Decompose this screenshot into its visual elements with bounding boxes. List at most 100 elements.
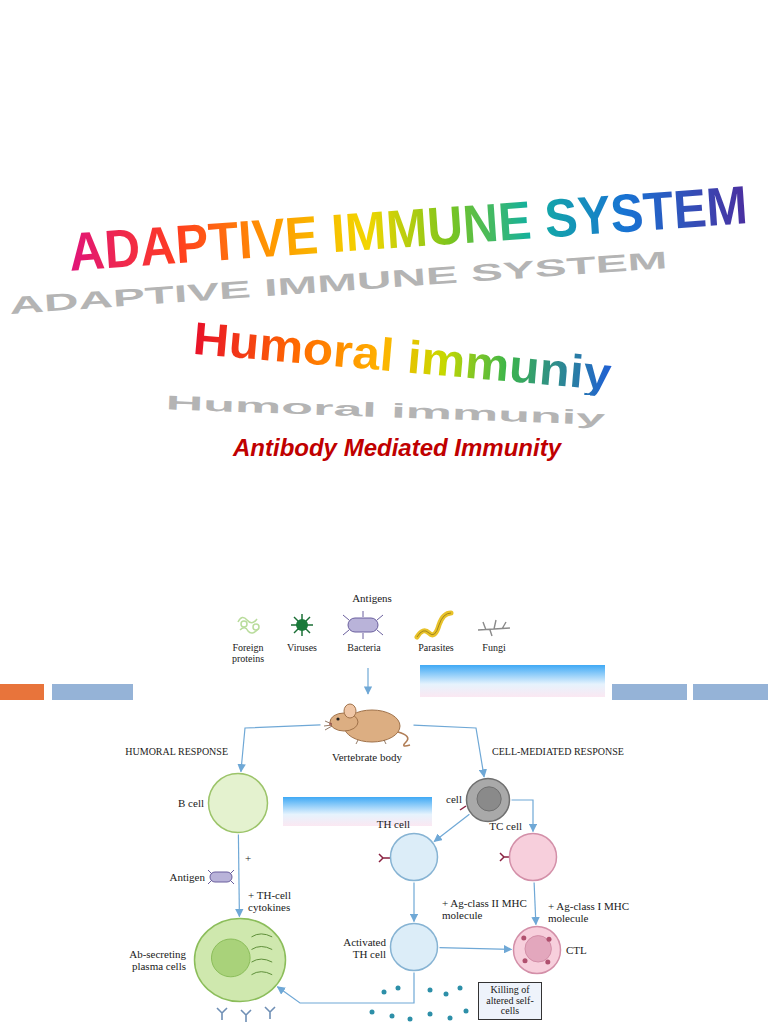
connector-arrow [277,973,414,1004]
g-part [478,620,510,636]
er-membrane [252,947,273,950]
circle-part [428,988,433,993]
mouse-whiskers [324,721,386,744]
circle-part [444,992,449,997]
diagram-label: Bacteria [347,642,380,653]
cell-circle: Activated TH cell [390,923,438,971]
path-part [265,1007,275,1019]
cell-outline [389,922,439,972]
connector-arrow [241,725,321,772]
circle-part [241,621,247,627]
circle-part [458,986,463,991]
granule [547,937,552,942]
connector-arrow [534,883,536,925]
circle-part [382,990,387,995]
cell-membrane [195,919,286,1002]
nucleus [477,787,501,811]
cell-label: CTL [566,944,587,956]
rect-part [52,684,133,700]
er-membrane [252,959,273,962]
mouse-tail [398,732,410,746]
cell-label: TH cell [377,818,410,830]
g-part [291,614,313,636]
circle-part [296,619,308,631]
cell-label: cell [446,793,462,805]
path-part [208,870,234,884]
diagram-label: + TH-cell cytokines [248,889,323,913]
granule [545,960,550,965]
shadow-wordart: Humoral immuniy [191,315,613,397]
box-text: Killing of altered self-cells [482,985,538,1017]
cell-label: TC cell [489,820,522,832]
rect-part [420,665,605,697]
path-part [460,806,466,810]
cell-circle: cell [466,778,510,822]
cell-label: Vertebrate body [332,751,402,763]
cell-membrane [209,774,268,833]
connector-arrow [434,814,469,841]
circle-part [396,986,401,991]
line-part [367,668,368,694]
cell-membrane [467,779,510,822]
slide-bars [0,665,768,826]
mouse-figure [322,698,412,748]
path-part [417,613,451,637]
diagram-label: Viruses [287,642,317,653]
subtitle: Antibody Mediated Immunity [233,434,561,462]
connector-arrow [414,725,485,777]
cell-membrane [510,834,557,881]
cell-circle: CTL [513,926,561,974]
diagram-label: Fungi [482,642,505,653]
connector-arrow [238,835,239,917]
mouse-eye [336,717,339,720]
cell-label: B cell [178,797,204,809]
rect-part [348,618,378,632]
rect-part [612,684,687,700]
circle-part [408,1017,413,1022]
path-part [217,1008,227,1020]
cell-label: Ab-secreting plasma cells [101,948,186,972]
granule [523,958,528,963]
cell-circle: B cell [208,773,268,833]
circle-part [464,1009,469,1014]
line-part [294,617,310,633]
diagram-label: + Ag-class II MHC molecule [442,897,528,921]
cell-outline [512,925,562,975]
mouse-ear [344,704,356,718]
cell-membrane [391,924,438,971]
er-membrane [252,972,273,975]
shadow-wordart: Humoral immuniy [165,392,605,427]
connector-arrow [440,948,512,950]
circle-part [428,1012,433,1017]
cell-label: Activated TH cell [336,936,386,960]
er-membrane [252,934,273,937]
path-part [241,1010,251,1022]
diagram-label: Foreign proteins [226,642,270,664]
circle-part [253,624,259,630]
nucleus [525,936,551,962]
diagram-label: + Ag-class I MHC molecule [548,900,648,924]
circle-part [390,1014,395,1019]
antigen-icon [208,870,234,884]
cell-outline [465,777,511,823]
cell-outline [508,832,558,882]
cell-outline [193,917,287,1003]
circle-part [370,1010,375,1015]
rect-part [0,684,44,700]
rect-part [693,684,768,700]
line-part [294,617,310,633]
cell-outline [389,832,439,882]
g-part [343,611,383,639]
diagram-label: HUMORAL RESPONSE [125,746,228,757]
antigen-icons [238,611,510,694]
path-part [379,854,390,862]
cell-membrane [391,834,438,881]
body-figure: Vertebrate body [322,698,412,748]
granule [521,936,526,941]
nucleus [211,939,250,977]
antibodies [217,1007,275,1022]
